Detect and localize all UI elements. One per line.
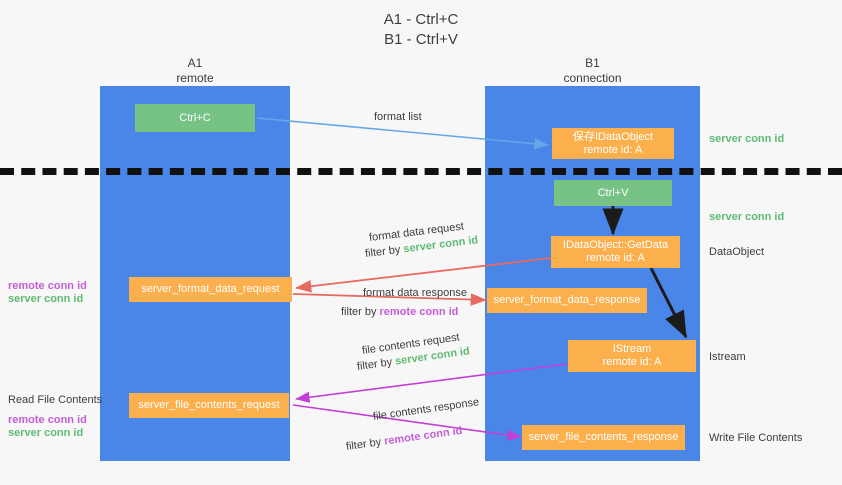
filter-by-text-3: filter by bbox=[356, 356, 393, 374]
node-server-file-contents-response[interactable]: server_file_contents_response bbox=[522, 425, 685, 450]
filter-by-text-2: filter by bbox=[341, 306, 377, 318]
annotation-read-file-contents: Read File Contents bbox=[8, 394, 103, 406]
node-ctrl-v[interactable]: Ctrl+V bbox=[554, 180, 672, 206]
annotation-server-conn-id-low: server conn id bbox=[8, 427, 84, 439]
lane-a1-name: A1 bbox=[187, 56, 203, 70]
lane-header-b1: B1 connection bbox=[485, 56, 700, 86]
lane-b1-sub: connection bbox=[563, 71, 622, 85]
annotation-remote-conn-id-mid: remote conn id bbox=[8, 280, 87, 292]
node-server-format-data-request[interactable]: server_format_data_request bbox=[129, 277, 292, 302]
node-save-idataobject-label: 保存IDataObject bbox=[572, 130, 654, 143]
annotation-dataobject: DataObject bbox=[709, 246, 765, 258]
node-idataobject-getdata-label: IDataObject::GetData bbox=[562, 239, 669, 251]
node-server-file-contents-request[interactable]: server_file_contents_request bbox=[129, 393, 289, 418]
annotation-server-conn-id-top: server conn id bbox=[709, 133, 785, 145]
node-server-format-data-response-label: server_format_data_response bbox=[493, 294, 641, 306]
lane-b1-name: B1 bbox=[585, 56, 600, 70]
phase-separator bbox=[0, 168, 842, 175]
node-idataobject-getdata[interactable]: IDataObject::GetData remote id: A bbox=[551, 236, 680, 268]
filter-by-text-4: filter by bbox=[345, 436, 382, 454]
edge-label-file-contents-response: file contents response bbox=[372, 396, 480, 424]
annotation-server-conn-id-left-mid: server conn id bbox=[8, 293, 84, 305]
node-server-file-contents-request-label: server_file_contents_request bbox=[138, 399, 280, 411]
node-server-format-data-request-label: server_format_data_request bbox=[141, 283, 280, 295]
edge-filter-response-group: filter by remote conn id bbox=[341, 305, 458, 319]
lane-header-a1: A1 remote bbox=[100, 56, 290, 86]
remote-conn-id-inline-2: remote conn id bbox=[383, 424, 464, 448]
node-istream-label: IStream bbox=[612, 343, 652, 355]
node-save-idataobject-sub: remote id: A bbox=[583, 143, 643, 156]
annotation-write-file-contents: Write File Contents bbox=[709, 432, 803, 444]
node-save-idataobject[interactable]: 保存IDataObject remote id: A bbox=[552, 128, 674, 159]
node-ctrl-v-label: Ctrl+V bbox=[597, 186, 629, 199]
filter-by-text-1: filter by bbox=[364, 243, 402, 261]
node-server-format-data-response[interactable]: server_format_data_response bbox=[487, 288, 647, 313]
title-line-1: A1 - Ctrl+C bbox=[383, 11, 459, 28]
node-ctrl-c[interactable]: Ctrl+C bbox=[135, 104, 255, 132]
edge-filter-file-response-group: filter by remote conn id bbox=[345, 424, 463, 454]
lane-a1-sub: remote bbox=[176, 71, 214, 85]
edge-label-format-data-response: format data response bbox=[363, 287, 467, 299]
edge-label-format-list: format list bbox=[374, 111, 422, 123]
annotation-remote-conn-id-low: remote conn id bbox=[8, 414, 87, 426]
title-line-2: B1 - Ctrl+V bbox=[384, 31, 458, 48]
node-ctrl-c-label: Ctrl+C bbox=[179, 111, 211, 124]
node-istream-sub: remote id: A bbox=[602, 356, 662, 368]
node-istream[interactable]: IStream remote id: A bbox=[568, 340, 696, 372]
annotation-server-conn-id-mid: server conn id bbox=[709, 211, 785, 223]
remote-conn-id-inline-1: remote conn id bbox=[379, 306, 459, 318]
node-idataobject-getdata-sub: remote id: A bbox=[586, 252, 645, 264]
edge-label-file-contents-response-group: file contents response bbox=[372, 395, 480, 424]
node-server-file-contents-response-label: server_file_contents_response bbox=[528, 431, 679, 443]
page-title: A1 - Ctrl+C B1 - Ctrl+V bbox=[0, 10, 842, 50]
annotation-istream: Istream bbox=[709, 351, 746, 363]
